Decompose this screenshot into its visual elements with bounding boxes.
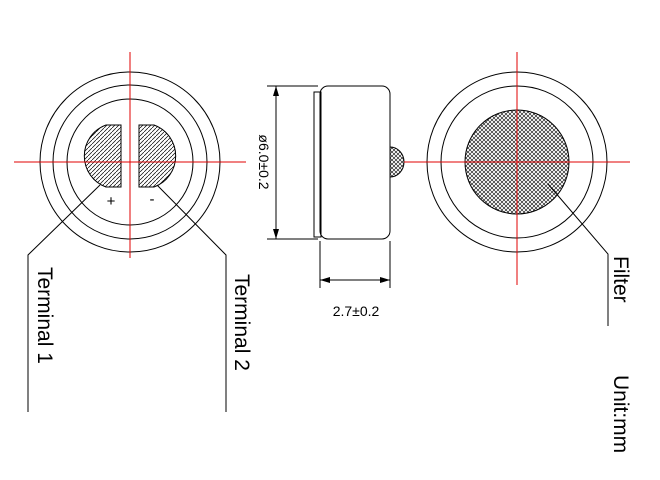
leader-filter — [547, 183, 609, 326]
side-body — [319, 85, 391, 240]
minus-sign: - — [150, 191, 155, 208]
filter-label: Filter — [609, 256, 632, 303]
diameter-label: ø6.0±0.2 — [256, 134, 272, 189]
side-back-plate — [313, 91, 322, 238]
plus-sign: + — [107, 193, 116, 210]
unit-label: Unit:mm — [609, 375, 632, 453]
side-filter-bump — [389, 146, 405, 178]
dim-arrow-top — [273, 86, 279, 96]
dim-arrow-right — [380, 277, 390, 283]
dim-arrow-bottom — [273, 229, 279, 239]
side-view: ø6.0±0.2 2.7±0.2 — [256, 85, 405, 319]
terminal-view: + - Terminal 1 Terminal 2 — [14, 52, 253, 412]
terminal2-label: Terminal 2 — [230, 274, 253, 371]
terminal-pad-negative — [138, 124, 177, 188]
leader-terminal1 — [27, 184, 101, 412]
filter-view: Filter Unit:mm — [404, 52, 632, 453]
terminal1-label: Terminal 1 — [33, 267, 56, 364]
terminal-pad-positive — [83, 124, 122, 188]
dim-arrow-left — [320, 277, 330, 283]
thickness-label: 2.7±0.2 — [333, 303, 380, 319]
leader-terminal2 — [156, 184, 227, 412]
